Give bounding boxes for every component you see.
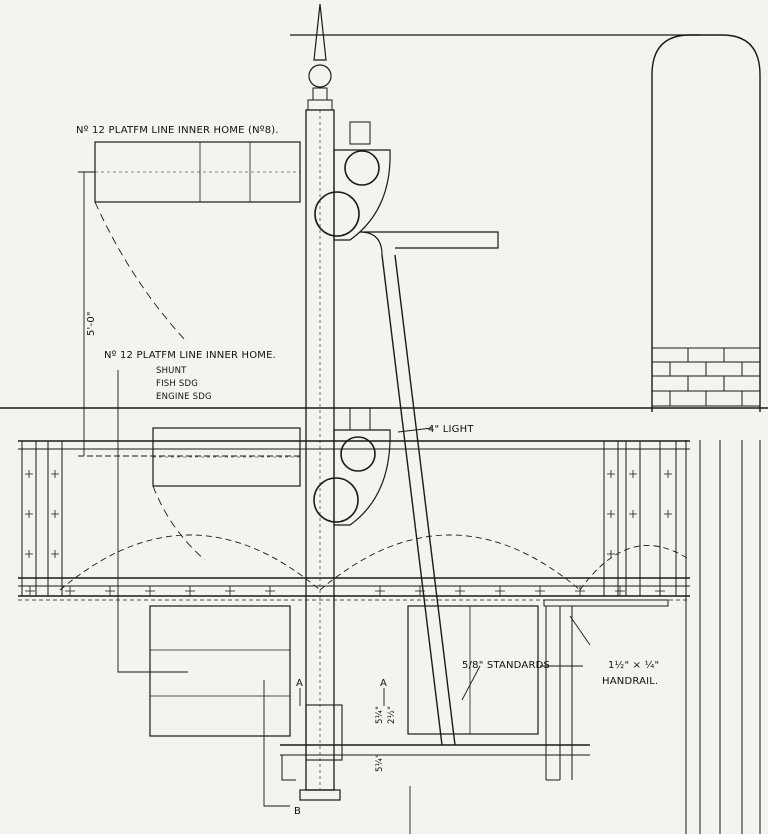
dim-a-label: 5¼" — [375, 706, 385, 724]
lower-spectacle — [313, 407, 391, 526]
gantry-girder — [18, 440, 691, 601]
handrail-size-label: 1½" × ¼" — [608, 659, 659, 671]
brick-panel — [651, 347, 761, 407]
upper-signal-arm — [94, 141, 301, 341]
finial-spike — [313, 3, 327, 61]
signal-post — [299, 3, 341, 801]
section-a-right: A — [380, 678, 387, 689]
route-shunt: SHUNT — [156, 366, 187, 376]
dimension-5ft — [78, 171, 300, 457]
section-a-left: A — [296, 678, 303, 689]
light-label: 4" LIGHT — [428, 424, 474, 435]
route-engine-siding: ENGINE SDG — [156, 392, 212, 402]
route-fish-siding: FISH SDG — [156, 379, 198, 389]
ladder — [359, 231, 499, 746]
lower-signal-arm — [152, 427, 301, 561]
building-outline — [651, 34, 761, 412]
upper-spectacle — [314, 121, 391, 241]
dim-c-label: 5¼" — [375, 754, 385, 772]
leader-lines — [117, 370, 591, 834]
dim-b-label: 2½" — [387, 706, 397, 724]
section-b-label: B — [294, 806, 301, 817]
handrail-label: HANDRAIL. — [602, 676, 658, 687]
lower-signal-label: Nº 12 PLATFM LINE INNER HOME. — [104, 350, 276, 361]
standards-label: 5/8" STANDARDS — [462, 660, 550, 671]
upper-signal-label: Nº 12 PLATFM LINE INNER HOME (Nº8). — [76, 125, 279, 136]
dimension-label: 5'-0" — [86, 311, 97, 336]
finial-ball — [308, 64, 332, 88]
right-wall — [685, 440, 761, 834]
lower-structure — [149, 599, 669, 781]
